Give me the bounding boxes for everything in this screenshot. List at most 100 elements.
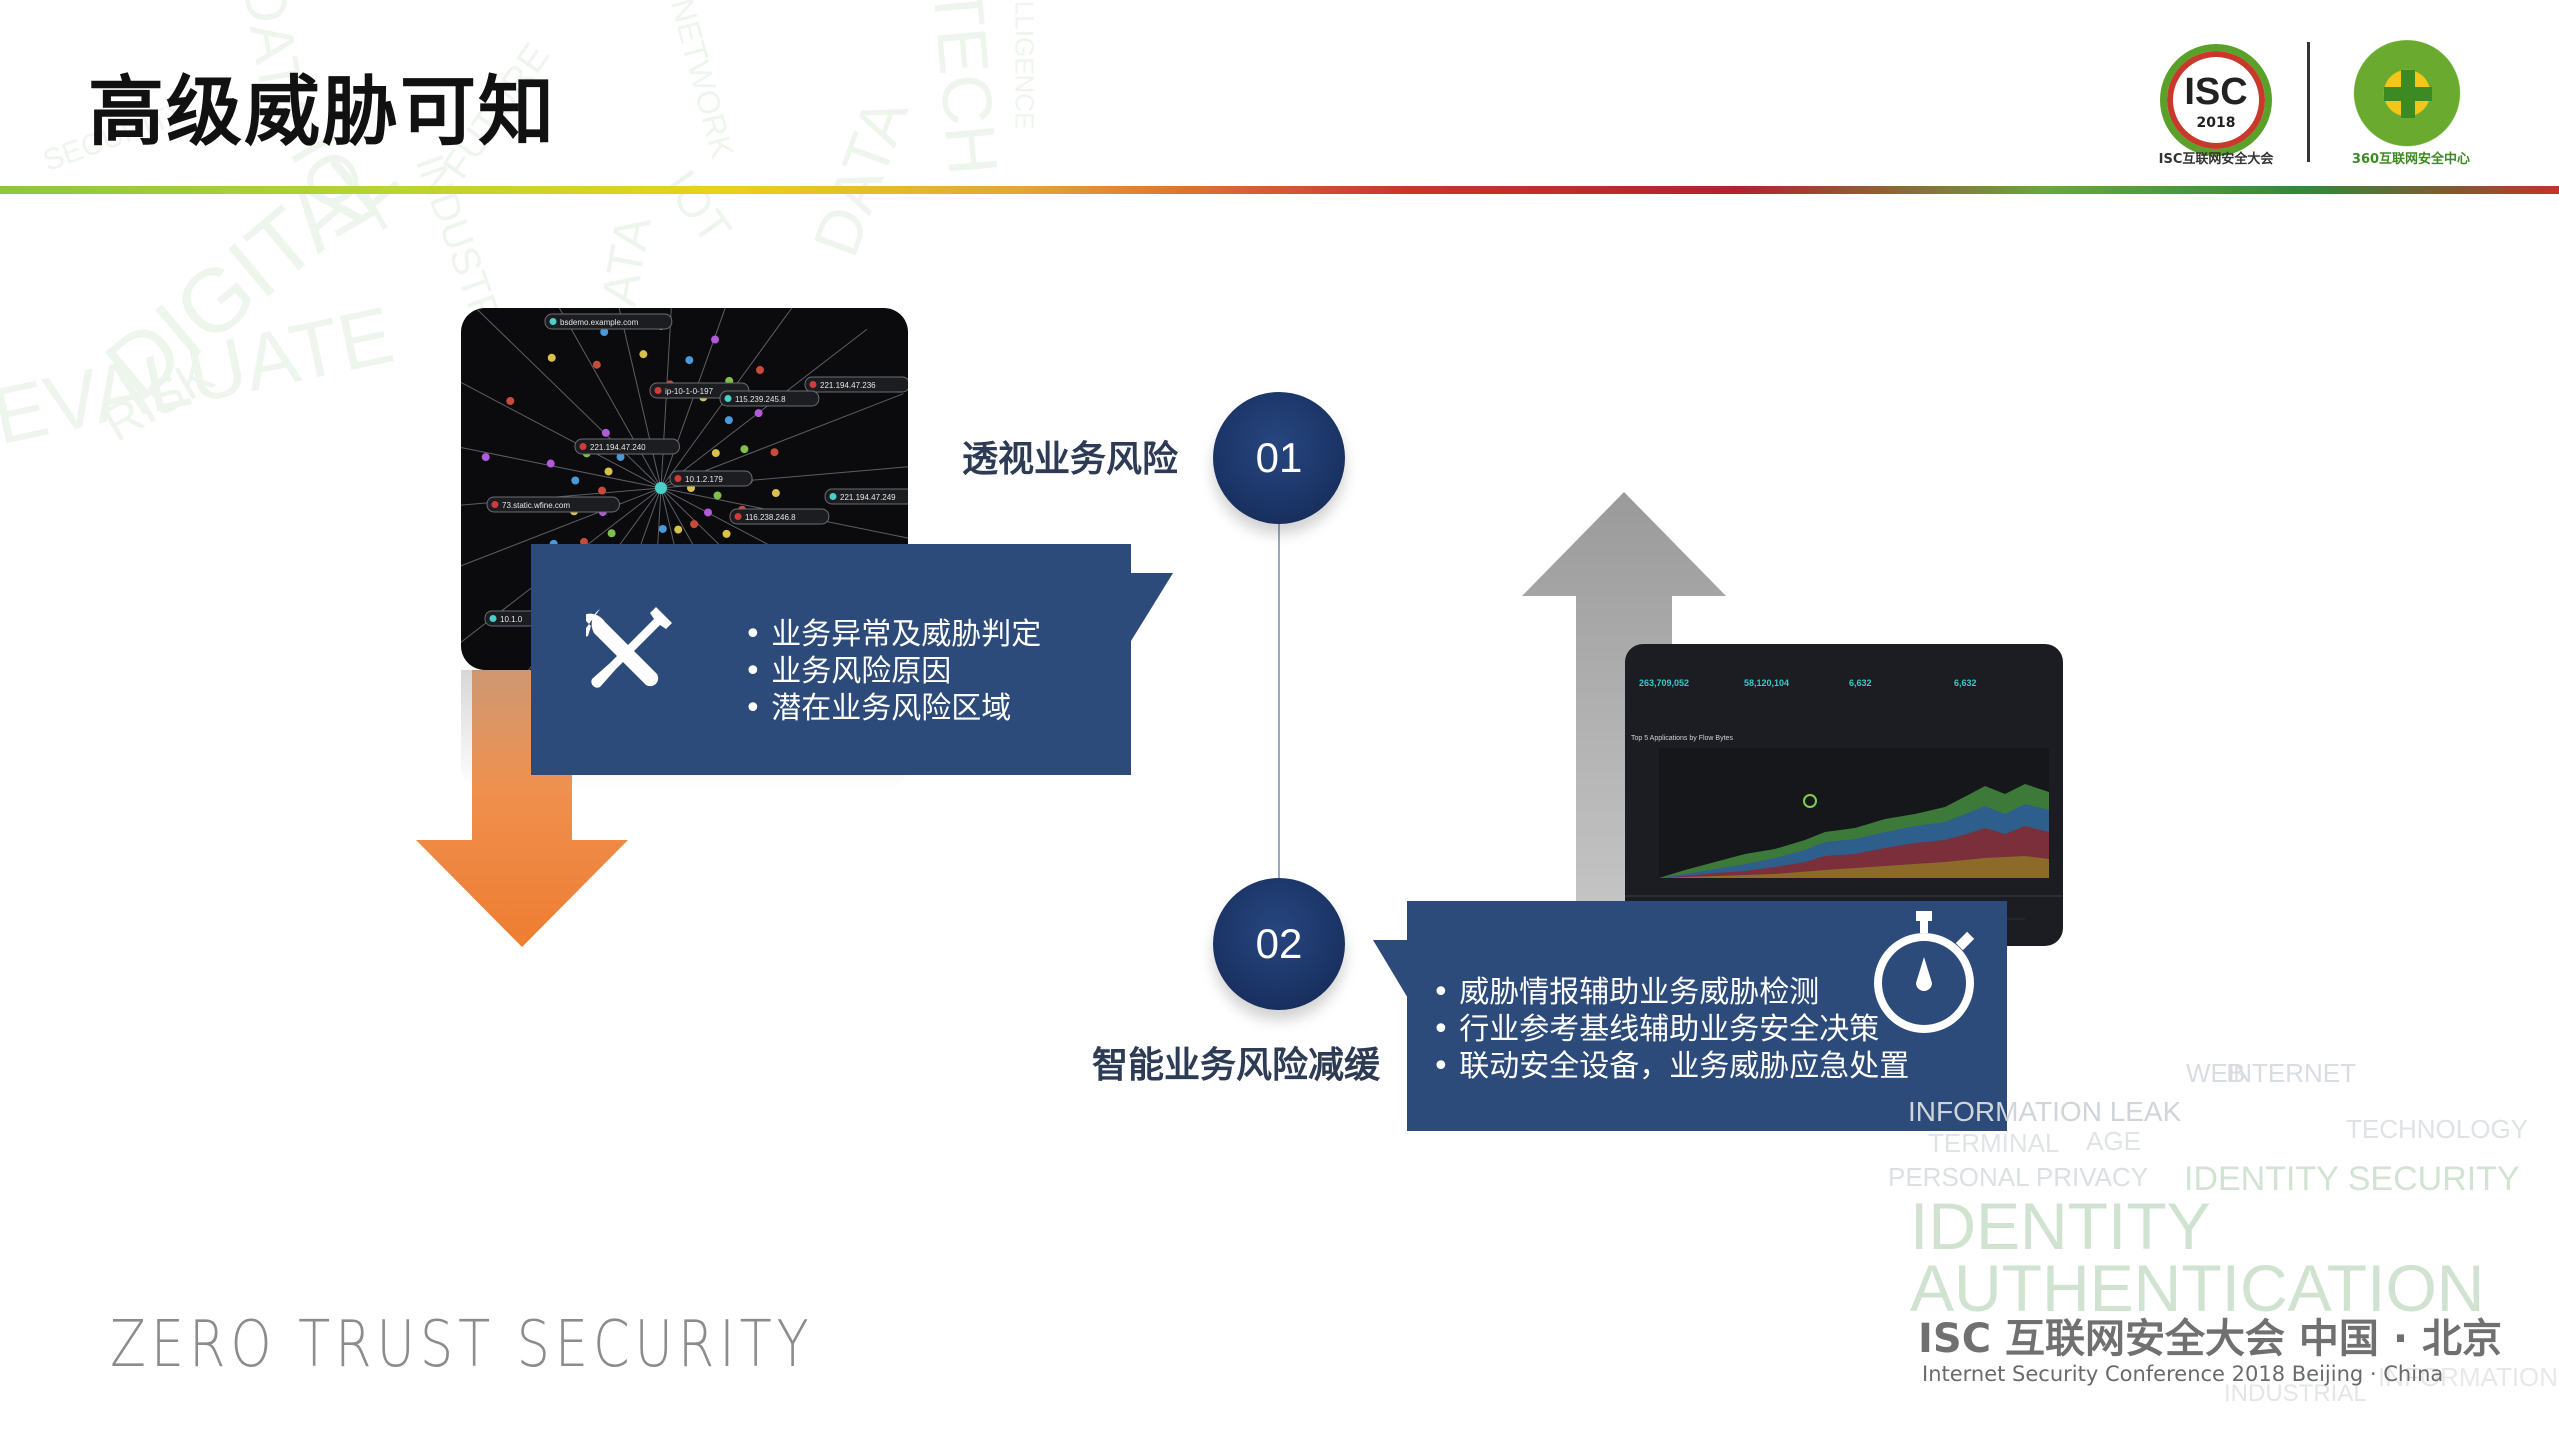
dashboard-chart-title: Top 5 Applications by Flow Bytes xyxy=(1631,735,1733,742)
step1-box-pointer xyxy=(1131,573,1173,641)
dashboard-kpi-value: 6,632 xyxy=(1954,678,1977,688)
isc-logo-year: 2018 xyxy=(2196,115,2236,131)
list-item: 行业参考基线辅助业务安全决策 xyxy=(1432,1011,1909,1048)
zero-trust-watermark: ZERO TRUST SECURITY xyxy=(110,1308,814,1382)
graph-edge xyxy=(461,446,662,489)
graph-node-text: 115.239.245.8 xyxy=(735,395,786,404)
graph-node-label: 221.194.47.249 xyxy=(824,488,908,505)
list-item: 潜在业务风险区域 xyxy=(744,690,1041,727)
graph-node xyxy=(592,360,601,369)
graph-node-text: 10.1.0 xyxy=(500,615,523,624)
graph-node-text: 221.194.47.236 xyxy=(820,381,876,390)
graph-node-text: 73.static.wfine.com xyxy=(502,501,570,510)
graph-hub-node xyxy=(655,482,667,494)
cloud-word: IDENTITY xyxy=(1910,1189,2211,1263)
step2-bullet-list: 威胁情报辅助业务威胁检测 行业参考基线辅助业务安全决策 联动安全设备，业务威胁应… xyxy=(1432,974,1909,1085)
graph-node xyxy=(711,449,720,458)
step1-bullet-list: 业务异常及威胁判定 业务风险原因 潜在业务风险区域 xyxy=(744,616,1041,727)
slide-title: 高级威胁可知 xyxy=(88,67,556,156)
graph-node xyxy=(579,537,588,546)
bg-word: TECH xyxy=(918,0,1013,179)
graph-node-text: 221.194.47.249 xyxy=(840,493,896,502)
arrow-up-icon xyxy=(1522,492,1726,902)
list-item: 业务风险原因 xyxy=(744,653,1041,690)
cloud-word: TECHNOLOGY xyxy=(2346,1114,2529,1144)
graph-node xyxy=(711,335,720,344)
graph-node-text: 221.194.47.240 xyxy=(590,443,646,452)
cloud-word: TERMINAL xyxy=(1928,1128,2060,1158)
wrench-screwdriver-icon xyxy=(586,607,672,688)
graph-node-label: 73.static.wfine.com xyxy=(486,496,620,513)
cloud-word: AUTHENTICATION xyxy=(1910,1251,2485,1325)
graph-node xyxy=(690,520,699,529)
graph-node xyxy=(704,508,713,517)
graph-edge xyxy=(461,381,662,489)
dashboard-kpi-value: 263,709,052 xyxy=(1639,678,1689,688)
graph-edge xyxy=(461,487,662,567)
arrow-down-icon xyxy=(416,670,628,947)
list-item: 业务异常及威胁判定 xyxy=(744,616,1041,653)
cloud-word: WEB xyxy=(2186,1058,2246,1088)
isc-logo: ISC 2018 xyxy=(2160,44,2272,156)
graph-node-label: 115.239.245.8 xyxy=(719,390,820,407)
bg-word: NETWORK xyxy=(663,0,741,163)
graph-node xyxy=(724,416,733,425)
bg-word: DATA xyxy=(799,88,922,266)
graph-node xyxy=(771,489,780,498)
graph-node xyxy=(546,459,555,468)
graph-node xyxy=(601,428,610,437)
graph-node xyxy=(658,524,667,533)
graph-node xyxy=(713,491,722,500)
360-logo xyxy=(2348,40,2466,158)
dashboard-kpi-value: 6,632 xyxy=(1849,678,1872,688)
360-logo-caption: 360互联网安全中心 xyxy=(2351,152,2471,167)
step2-label: 智能业务风险减缓 xyxy=(1092,1045,1381,1086)
step2-box-pointer xyxy=(1373,940,1409,1000)
cloud-word: IDENTITY SECURITY xyxy=(2184,1160,2520,1198)
graph-node-text: 116.238.246.8 xyxy=(745,513,796,522)
graph-node xyxy=(481,453,490,462)
graph-node xyxy=(722,529,731,538)
isc-logo-text: ISC xyxy=(2184,71,2248,113)
cloud-word: INFORMATION LEAK xyxy=(1908,1096,2182,1127)
step-connector-line xyxy=(1278,520,1280,882)
area-series xyxy=(1659,856,2049,878)
graph-node xyxy=(547,353,556,362)
footer-conference-en: Internet Security Conference 2018 Beijin… xyxy=(1922,1362,2444,1386)
graph-edge xyxy=(618,308,662,489)
bg-word: INTELLIGENCE xyxy=(1009,0,1040,130)
step1-number-badge: 01 xyxy=(1213,392,1345,524)
graph-edge xyxy=(660,328,868,489)
graph-node-label: 221.194.47.236 xyxy=(804,376,908,393)
traffic-dashboard-screenshot: 263,709,052 58,120,104 6,632 6,632 Top 5 Ap… xyxy=(1625,644,2063,946)
graph-node-text: 10.1.2.179 xyxy=(685,475,723,484)
header-color-stripe xyxy=(0,186,2559,194)
cloud-word: AGE xyxy=(2086,1126,2141,1156)
graph-node-text: bsdemo.example.com xyxy=(560,318,639,327)
graph-node xyxy=(600,328,609,337)
chart-highlight-point xyxy=(1803,794,1817,808)
graph-node xyxy=(607,529,616,538)
isc-logo-caption: ISC互联网安全大会 xyxy=(2158,152,2274,167)
graph-node xyxy=(674,525,683,534)
cloud-word: INFORMATION xyxy=(2378,1362,2559,1392)
cloud-word: PERSONAL PRIVACY xyxy=(1888,1162,2149,1192)
footer-conference-cn: ISC 互联网安全大会 中国 · 北京 xyxy=(1918,1316,2502,1362)
list-item: 威胁情报辅助业务威胁检测 xyxy=(1432,974,1909,1011)
graph-node-label: 116.238.246.8 xyxy=(729,508,830,525)
list-item: 联动安全设备，业务威胁应急处置 xyxy=(1432,1048,1909,1085)
stopwatch-icon xyxy=(1874,911,1975,1033)
graph-node xyxy=(639,350,648,359)
plus-icon-bar xyxy=(2384,87,2432,101)
graph-node-text: ip-10-1-0-197 xyxy=(665,387,714,396)
step2-number-badge: 02 xyxy=(1213,878,1345,1010)
cloud-word: INDUSTRIAL xyxy=(2224,1380,2367,1407)
logo-divider xyxy=(2307,42,2310,162)
dashboard-kpi-value: 58,120,104 xyxy=(1744,678,1789,688)
graph-node-label: bsdemo.example.com xyxy=(544,313,673,330)
graph-node xyxy=(604,467,613,476)
graph-node xyxy=(571,476,580,485)
graph-node xyxy=(598,486,607,495)
graph-edge xyxy=(475,308,662,489)
step1-label: 透视业务风险 xyxy=(962,439,1179,480)
